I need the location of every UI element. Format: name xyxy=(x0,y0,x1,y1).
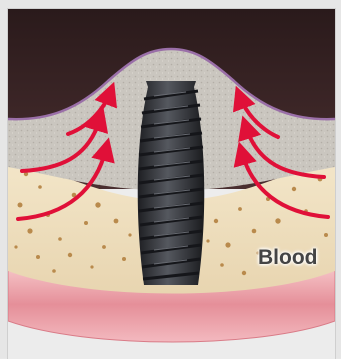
implant-illustration xyxy=(8,9,335,359)
dental-implant-icon xyxy=(138,81,205,285)
illustration-panel: Blood xyxy=(7,8,336,359)
